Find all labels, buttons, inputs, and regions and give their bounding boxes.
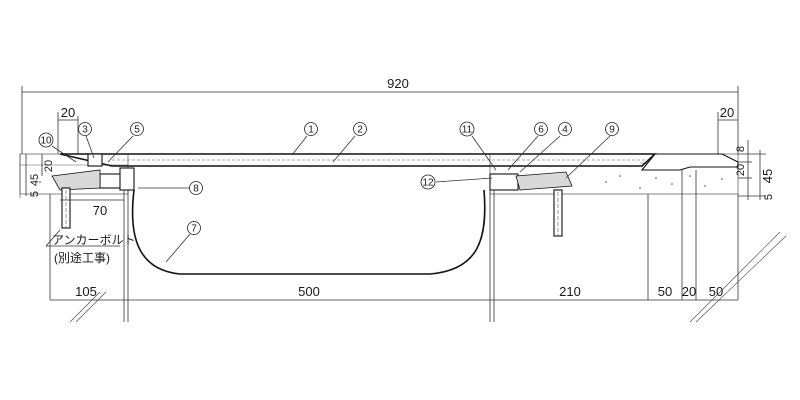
- dim-bottom-r3: 50: [709, 284, 723, 299]
- dim-overall: 920: [387, 76, 409, 91]
- callout-label-6: 6: [538, 125, 544, 136]
- callout-1: 1: [291, 122, 318, 156]
- break-hatch-right: [689, 231, 787, 323]
- callout-9: 9: [565, 122, 619, 179]
- dim-right-mid: 20: [735, 164, 747, 176]
- dim-bottom-r2: 20: [682, 284, 696, 299]
- callout-label-4: 4: [562, 125, 568, 136]
- callout-label-2: 2: [357, 125, 363, 136]
- dim-left-height: 45: [29, 174, 41, 186]
- callout-label-11: 11: [462, 125, 473, 136]
- dim-bottom-r1: 50: [658, 284, 672, 299]
- dim-left-top: 20: [43, 160, 55, 172]
- dim-left-offset: 20: [61, 105, 75, 120]
- callout-label-1: 1: [308, 125, 314, 136]
- bottom-dimensions: 105 500 210 50 20 50: [50, 284, 738, 301]
- callout-label-3: 3: [82, 125, 88, 136]
- callout-10: 10: [38, 132, 77, 163]
- left-frame: [51, 153, 135, 229]
- break-hatch-left: [69, 291, 107, 323]
- callout-label-9: 9: [609, 125, 615, 136]
- dim-right-bottom: 5: [763, 194, 775, 200]
- callout-8: 8: [138, 181, 203, 195]
- dim-bottom-right: 210: [559, 284, 581, 299]
- note-separate-work: (別途工事): [54, 250, 110, 265]
- callout-6: 6: [507, 122, 548, 171]
- right-vertical-dimensions: 8 20 45 5: [735, 140, 775, 200]
- callout-label-12: 12: [422, 178, 434, 189]
- callout-7: 7: [165, 221, 201, 263]
- callout-label-8: 8: [193, 184, 199, 195]
- membrane: [131, 189, 486, 275]
- offset-dimensions: 20 20: [57, 105, 738, 160]
- dim-bottom-left: 105: [75, 284, 97, 299]
- dim-right-top: 8: [735, 146, 747, 152]
- anchor-spacing-dimension: 70: [60, 199, 124, 218]
- note-anchor-bolt: アンカーボルト: [52, 233, 136, 247]
- dim-left-bottom: 5: [29, 191, 41, 197]
- dim-bottom-center: 500: [298, 284, 320, 299]
- anchor-bolt-note: アンカーボルト (別途工事): [45, 229, 136, 265]
- callout-label-10: 10: [40, 136, 52, 147]
- callout-label-5: 5: [134, 125, 140, 136]
- callout-11: 11: [459, 121, 497, 171]
- callout-3: 3: [78, 122, 95, 159]
- callout-2: 2: [332, 122, 367, 163]
- dim-right-height: 45: [760, 169, 775, 183]
- callout-4: 4: [519, 122, 572, 173]
- dim-anchor-spacing: 70: [93, 203, 107, 218]
- callout-5: 5: [107, 122, 144, 163]
- overall-dimension: 9 20: [21, 76, 739, 156]
- dim-right-offset: 20: [720, 105, 734, 120]
- left-vertical-dimensions: 20 45 5: [25, 154, 55, 197]
- right-frame: [489, 171, 573, 237]
- callout-12: 12: [420, 174, 493, 190]
- callout-label-7: 7: [191, 224, 197, 235]
